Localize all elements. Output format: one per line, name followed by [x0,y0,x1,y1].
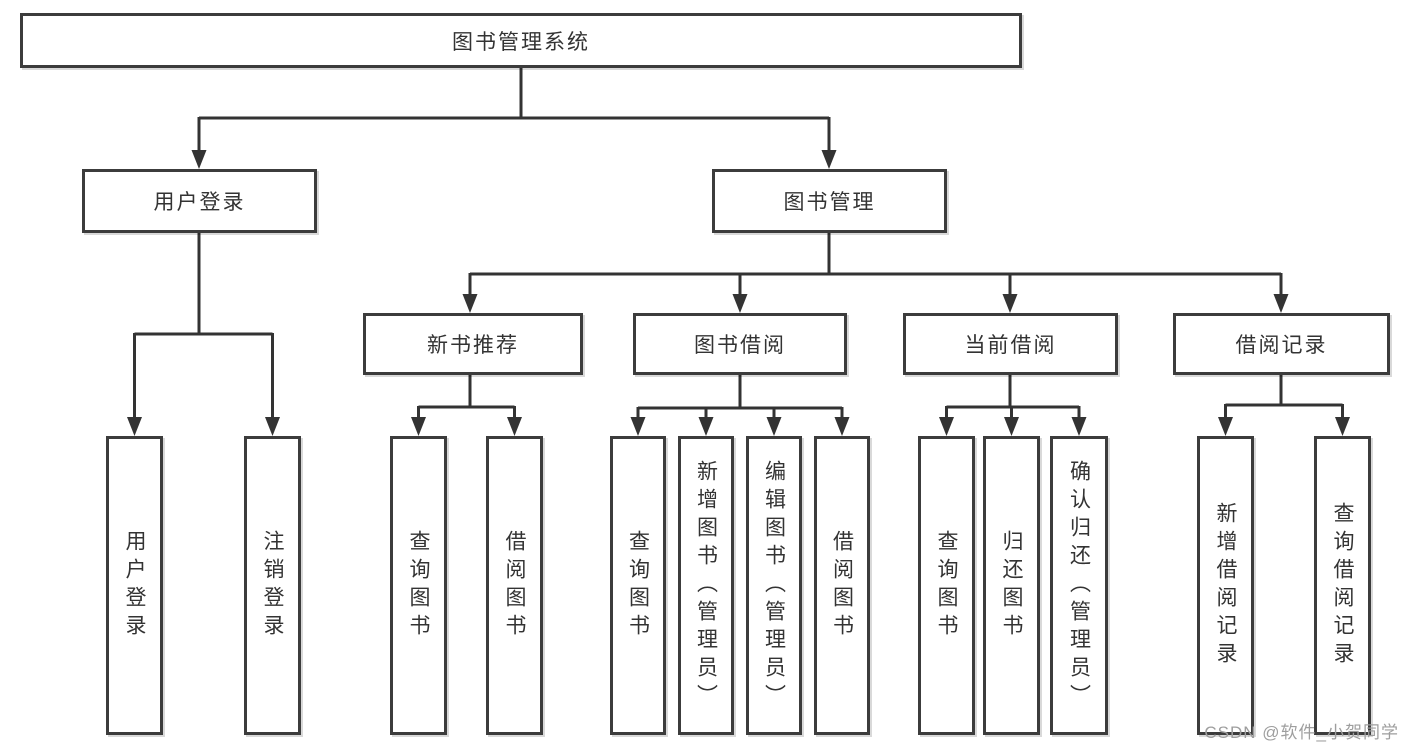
node-leaf-borrow-books-recommend: 借阅图书 [486,436,543,735]
arrowhead-icon [1273,294,1289,313]
node-leaf-query-books-recommend: 查询图书 [390,436,447,735]
node-book-borrowing: 图书借阅 [633,313,847,375]
node-current-borrowing: 当前借阅 [903,313,1118,375]
arrowhead-icon [1002,294,1018,313]
node-leaf-user-login: 用户登录 [106,436,163,735]
arrowhead-icon [732,294,748,313]
connector-root-to-level2 [191,68,837,169]
node-user-login: 用户登录 [82,169,317,233]
node-leaf-query-borrow-record: 查询借阅记录 [1314,436,1371,735]
node-leaf-query-books-current: 查询图书 [918,436,975,735]
node-leaf-logout: 注销登录 [244,436,301,735]
arrowhead-icon [507,417,522,436]
node-borrowing-records: 借阅记录 [1173,313,1390,375]
connector-current-borrow-children [939,375,1087,436]
node-leaf-query-books-borrow: 查询图书 [610,436,666,735]
arrowhead-icon [821,150,837,169]
arrowhead-icon [1004,417,1019,436]
node-leaf-borrow-books: 借阅图书 [814,436,870,735]
node-book-management: 图书管理 [712,169,947,233]
arrowhead-icon [462,294,478,313]
arrowhead-icon [265,417,280,436]
node-leaf-confirm-return-admin: 确认归还（管理员） [1050,436,1108,735]
arrowhead-icon [939,417,954,436]
node-leaf-add-books-admin: 新增图书（管理员） [678,436,734,735]
arrowhead-icon [411,417,426,436]
connector-borrow-record-children [1218,375,1350,436]
connector-book-management-children [462,233,1289,313]
arrowhead-icon [766,417,782,436]
node-leaf-return-books: 归还图书 [983,436,1040,735]
arrowhead-icon [127,417,142,436]
arrowhead-icon [1071,417,1087,436]
arrowhead-icon [1218,417,1233,436]
node-library-management-system: 图书管理系统 [20,13,1022,68]
node-new-book-recommend: 新书推荐 [363,313,583,375]
connector-book-borrow-children [630,375,850,436]
csdn-watermark: CSDN @软件_小贺同学 [1204,723,1399,742]
connector-user-login-children [127,233,280,436]
arrowhead-icon [1335,417,1350,436]
node-leaf-add-borrow-record: 新增借阅记录 [1197,436,1254,735]
node-leaf-edit-books-admin: 编辑图书（管理员） [746,436,802,735]
arrowhead-icon [191,150,207,169]
connector-new-book-children [411,375,522,436]
arrowhead-icon [630,417,646,436]
arrowhead-icon [698,417,714,436]
arrowhead-icon [834,417,850,436]
